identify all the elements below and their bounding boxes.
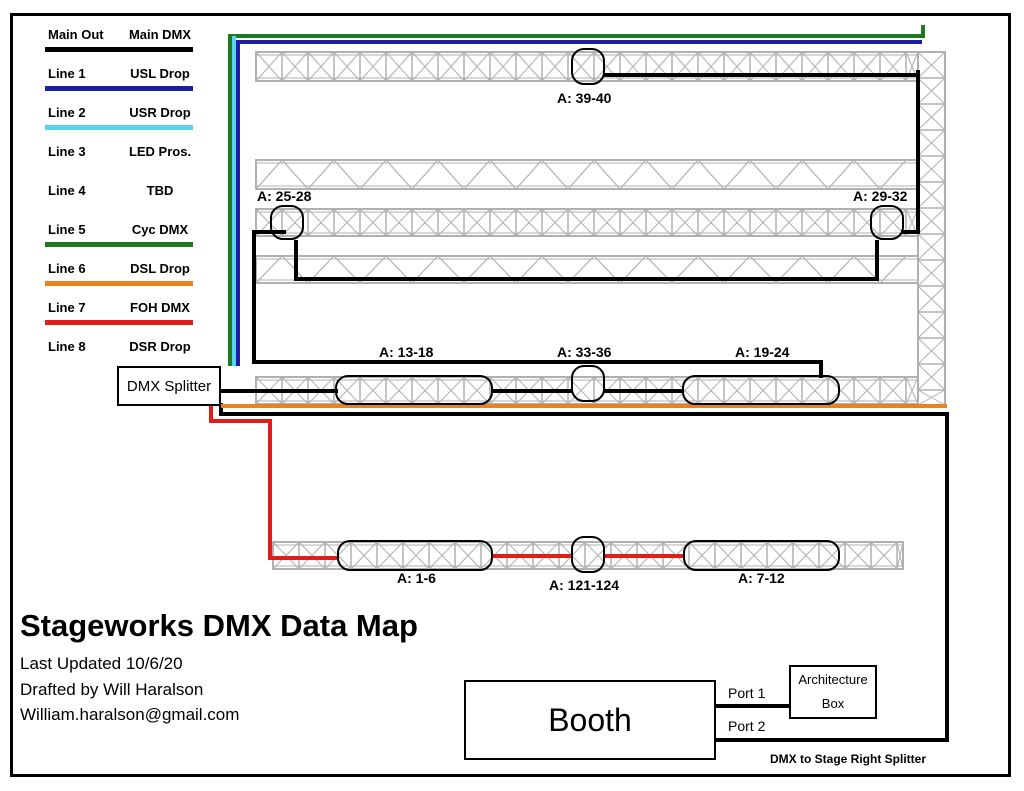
- dmx-splitter-box: DMX Splitter: [117, 366, 221, 406]
- cable-main-25-28-to-19-24: [252, 230, 823, 378]
- address-label-25-28: A: 25-28: [257, 188, 312, 204]
- legend-color-swatch: [45, 320, 193, 325]
- legend-line-use: USR Drop: [129, 105, 191, 120]
- legend-line-label: Line 4: [48, 183, 86, 198]
- box-truss: [255, 208, 919, 237]
- cable-main-39-40-to-29-32: [901, 70, 920, 234]
- address-label-1-6: A: 1-6: [397, 570, 436, 586]
- legend-line-label: Main Out: [48, 27, 104, 42]
- legend-line-label: Line 1: [48, 66, 86, 81]
- box-truss: [272, 541, 904, 570]
- fixture-group-1-6: [337, 540, 493, 571]
- legend-color-swatch: [45, 281, 193, 286]
- fixture-group-19-24: [682, 375, 840, 405]
- truss-layer: [255, 51, 946, 570]
- address-label-121-124: A: 121-124: [549, 577, 620, 593]
- address-label-33-36: A: 33-36: [557, 344, 612, 360]
- legend-line-label: Line 2: [48, 105, 86, 120]
- fixture-layer: [270, 48, 904, 573]
- legend-line-label: Line 7: [48, 300, 86, 315]
- cable-line5-cyc: [228, 25, 925, 366]
- fixture-group-33-36: [571, 365, 605, 402]
- box-truss: [255, 376, 919, 405]
- legend-line-use: Cyc DMX: [131, 222, 189, 237]
- cable-25-28-to-29-32: [294, 240, 879, 281]
- last-updated-text: Last Updated 10/6/20: [20, 654, 183, 673]
- diagram-frame: [10, 13, 1011, 777]
- legend-color-swatch: [45, 47, 193, 52]
- architecture-box: Architecture Box: [789, 665, 877, 719]
- stage-right-splitter-label: DMX to Stage Right Splitter: [770, 752, 926, 766]
- legend-color-swatch: [45, 125, 193, 130]
- fixture-group-121-124: [571, 536, 605, 573]
- port-1-label: Port 1: [728, 685, 766, 701]
- email-text: William.haralson@gmail.com: [20, 705, 240, 724]
- fixture-group-39-40: [571, 48, 605, 85]
- page-title: Stageworks DMX Data Map: [20, 608, 418, 643]
- fixture-group-25-28: [270, 205, 304, 240]
- legend-color-swatch: [45, 242, 193, 247]
- cable-line7-foh: [209, 406, 338, 560]
- booth-box: Booth: [464, 680, 716, 760]
- legend-line-label: Line 5: [48, 222, 86, 237]
- legend-line-label: Line 8: [48, 339, 86, 354]
- legend-line-use: LED Pros.: [128, 144, 192, 159]
- drafted-by-text: Drafted by Will Haralson: [20, 680, 204, 699]
- address-label-7-12: A: 7-12: [738, 570, 785, 586]
- legend-line-use: DSR Drop: [129, 339, 191, 354]
- fixture-group-13-18: [335, 375, 493, 405]
- fixture-group-29-32: [870, 205, 904, 240]
- address-label-19-24: A: 19-24: [735, 344, 790, 360]
- cable-main-to-booth: [219, 403, 949, 742]
- port-2-label: Port 2: [728, 718, 766, 734]
- address-label-29-32: A: 29-32: [853, 188, 908, 204]
- ladder-truss: [255, 159, 919, 190]
- legend-line-use: TBD: [146, 183, 174, 198]
- fixture-group-7-12: [683, 540, 840, 571]
- legend-color-swatch: [45, 86, 193, 91]
- architecture-box-line1: Architecture: [798, 672, 868, 687]
- cable-layer: [209, 25, 949, 742]
- legend-line-label: Line 3: [48, 144, 86, 159]
- legend-line-use: FOH DMX: [130, 300, 190, 315]
- vertical-truss: [917, 51, 946, 406]
- address-label-39-40: A: 39-40: [557, 90, 612, 106]
- cable-line1-usl: [236, 40, 922, 366]
- legend-line-use: USL Drop: [130, 66, 190, 81]
- legend-line-use: Main DMX: [128, 27, 192, 42]
- architecture-box-line2: Box: [821, 696, 845, 711]
- legend-line-label: Line 6: [48, 261, 86, 276]
- address-label-13-18: A: 13-18: [379, 344, 434, 360]
- legend-line-use: DSL Drop: [130, 261, 190, 276]
